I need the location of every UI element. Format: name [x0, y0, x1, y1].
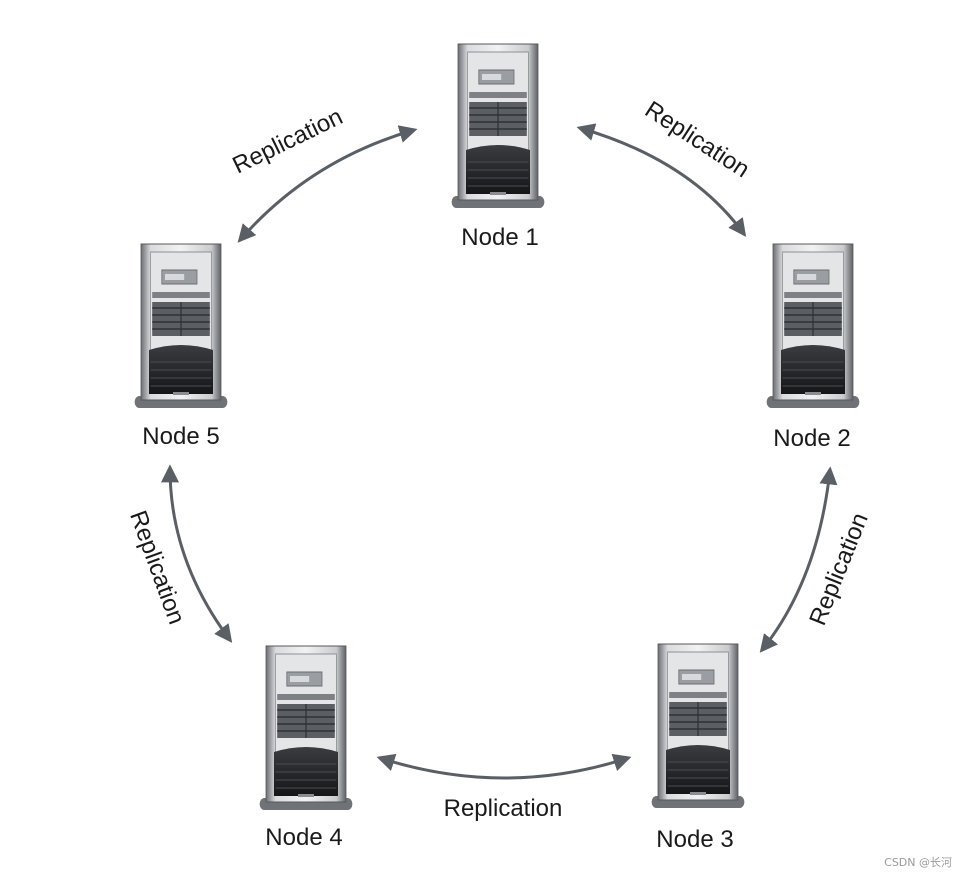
node-1: Node 1: [450, 43, 546, 251]
node-4: Node 4: [258, 645, 354, 851]
server-tower-icon: [258, 645, 354, 811]
replication-label: Replication: [124, 507, 190, 628]
replication-arrow-node1-node2: [576, 123, 747, 237]
server-tower-icon: [133, 243, 229, 409]
replication-label: Replication: [444, 795, 563, 822]
replication-arrow-node2-node3: [759, 466, 838, 653]
replication-label: Replication: [804, 509, 874, 629]
node-5: Node 5: [133, 243, 229, 450]
watermark: CSDN @长河: [884, 856, 952, 869]
node-label: Node 5: [142, 423, 219, 450]
node-label: Node 2: [773, 425, 850, 452]
replication-arrow-node5-node1: [237, 125, 418, 243]
server-tower-icon: [450, 43, 546, 209]
node-label: Node 3: [656, 826, 733, 853]
server-tower-icon: [765, 243, 861, 409]
server-tower-icon: [650, 643, 746, 809]
node-label: Node 4: [265, 824, 342, 851]
node-3: Node 3: [650, 643, 746, 853]
replication-arrow-node4-node5: [161, 464, 233, 643]
node-label: Node 1: [461, 224, 538, 251]
node-2: Node 2: [765, 243, 861, 452]
replication-label: Replication: [228, 103, 347, 179]
replication-arrow-node3-node4: [376, 753, 632, 780]
replication-label: Replication: [640, 96, 754, 183]
